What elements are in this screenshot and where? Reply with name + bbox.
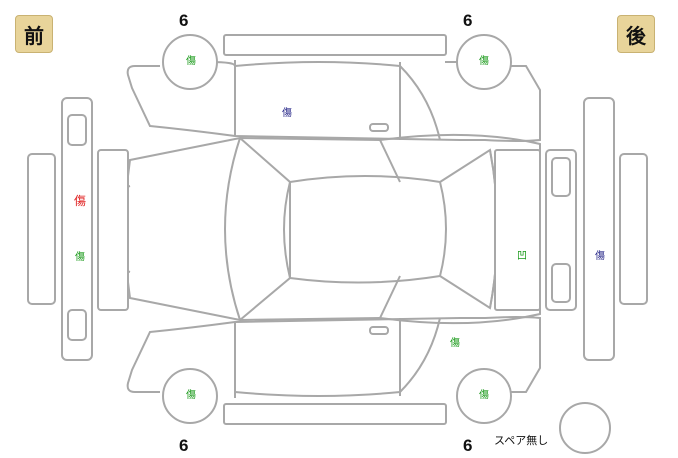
front-badge: 前 [15, 15, 53, 53]
roof-panel [283, 175, 447, 284]
tread-front-right: 6 [179, 436, 189, 455]
damage-mark-rear-bumper: 傷 [595, 251, 605, 262]
damage-mark-front-left-tire: 傷 [186, 56, 196, 67]
right-roof-curve [234, 317, 441, 397]
front-light-top [67, 114, 87, 146]
left-roof-rail [223, 34, 447, 56]
rear-window [439, 148, 499, 310]
damage-mark-trunk-lid: 凹 [517, 251, 527, 262]
left-door-handle [369, 123, 389, 132]
top-body-outline [124, 133, 541, 325]
rear-badge: 後 [617, 15, 655, 53]
trunk-lid-panel [494, 149, 541, 311]
front-light-bottom [67, 309, 87, 341]
hood-line [224, 137, 241, 321]
damage-mark-front-bumper-lower: 傷 [75, 252, 85, 263]
damage-mark-left-front-door: 傷 [282, 108, 292, 119]
right-door-handle [369, 326, 389, 335]
spare-tire-label: スペア無し [494, 434, 549, 447]
windshield [239, 137, 291, 321]
tread-rear-left: 6 [463, 11, 473, 30]
damage-mark-front-right-tire: 傷 [186, 390, 196, 401]
pillar-right [379, 275, 401, 319]
damage-mark-right-rear-door: 傷 [450, 338, 460, 349]
damage-mark-rear-right-tire: 傷 [479, 390, 489, 401]
damage-mark-rear-left-tire: 傷 [479, 56, 489, 67]
damage-mark-front-bumper-upper: 傷 [74, 194, 87, 208]
right-roof-rail [223, 403, 447, 425]
front-left-tire [162, 34, 218, 90]
rear-right-tire [456, 368, 512, 424]
rear-bumper [583, 97, 615, 361]
rear-light-bottom [551, 263, 571, 303]
front-panel-outer [27, 153, 56, 305]
rear-left-tire [456, 34, 512, 90]
front-bumper [61, 97, 93, 361]
front-grille [97, 149, 129, 311]
tread-front-left: 6 [179, 11, 189, 30]
spare-tire [559, 402, 611, 454]
front-right-tire [162, 368, 218, 424]
pillar-left [379, 139, 401, 183]
left-roof-curve [234, 61, 441, 141]
tread-rear-right: 6 [463, 436, 473, 455]
rear-panel-outer [619, 153, 648, 305]
rear-light-top [551, 157, 571, 197]
